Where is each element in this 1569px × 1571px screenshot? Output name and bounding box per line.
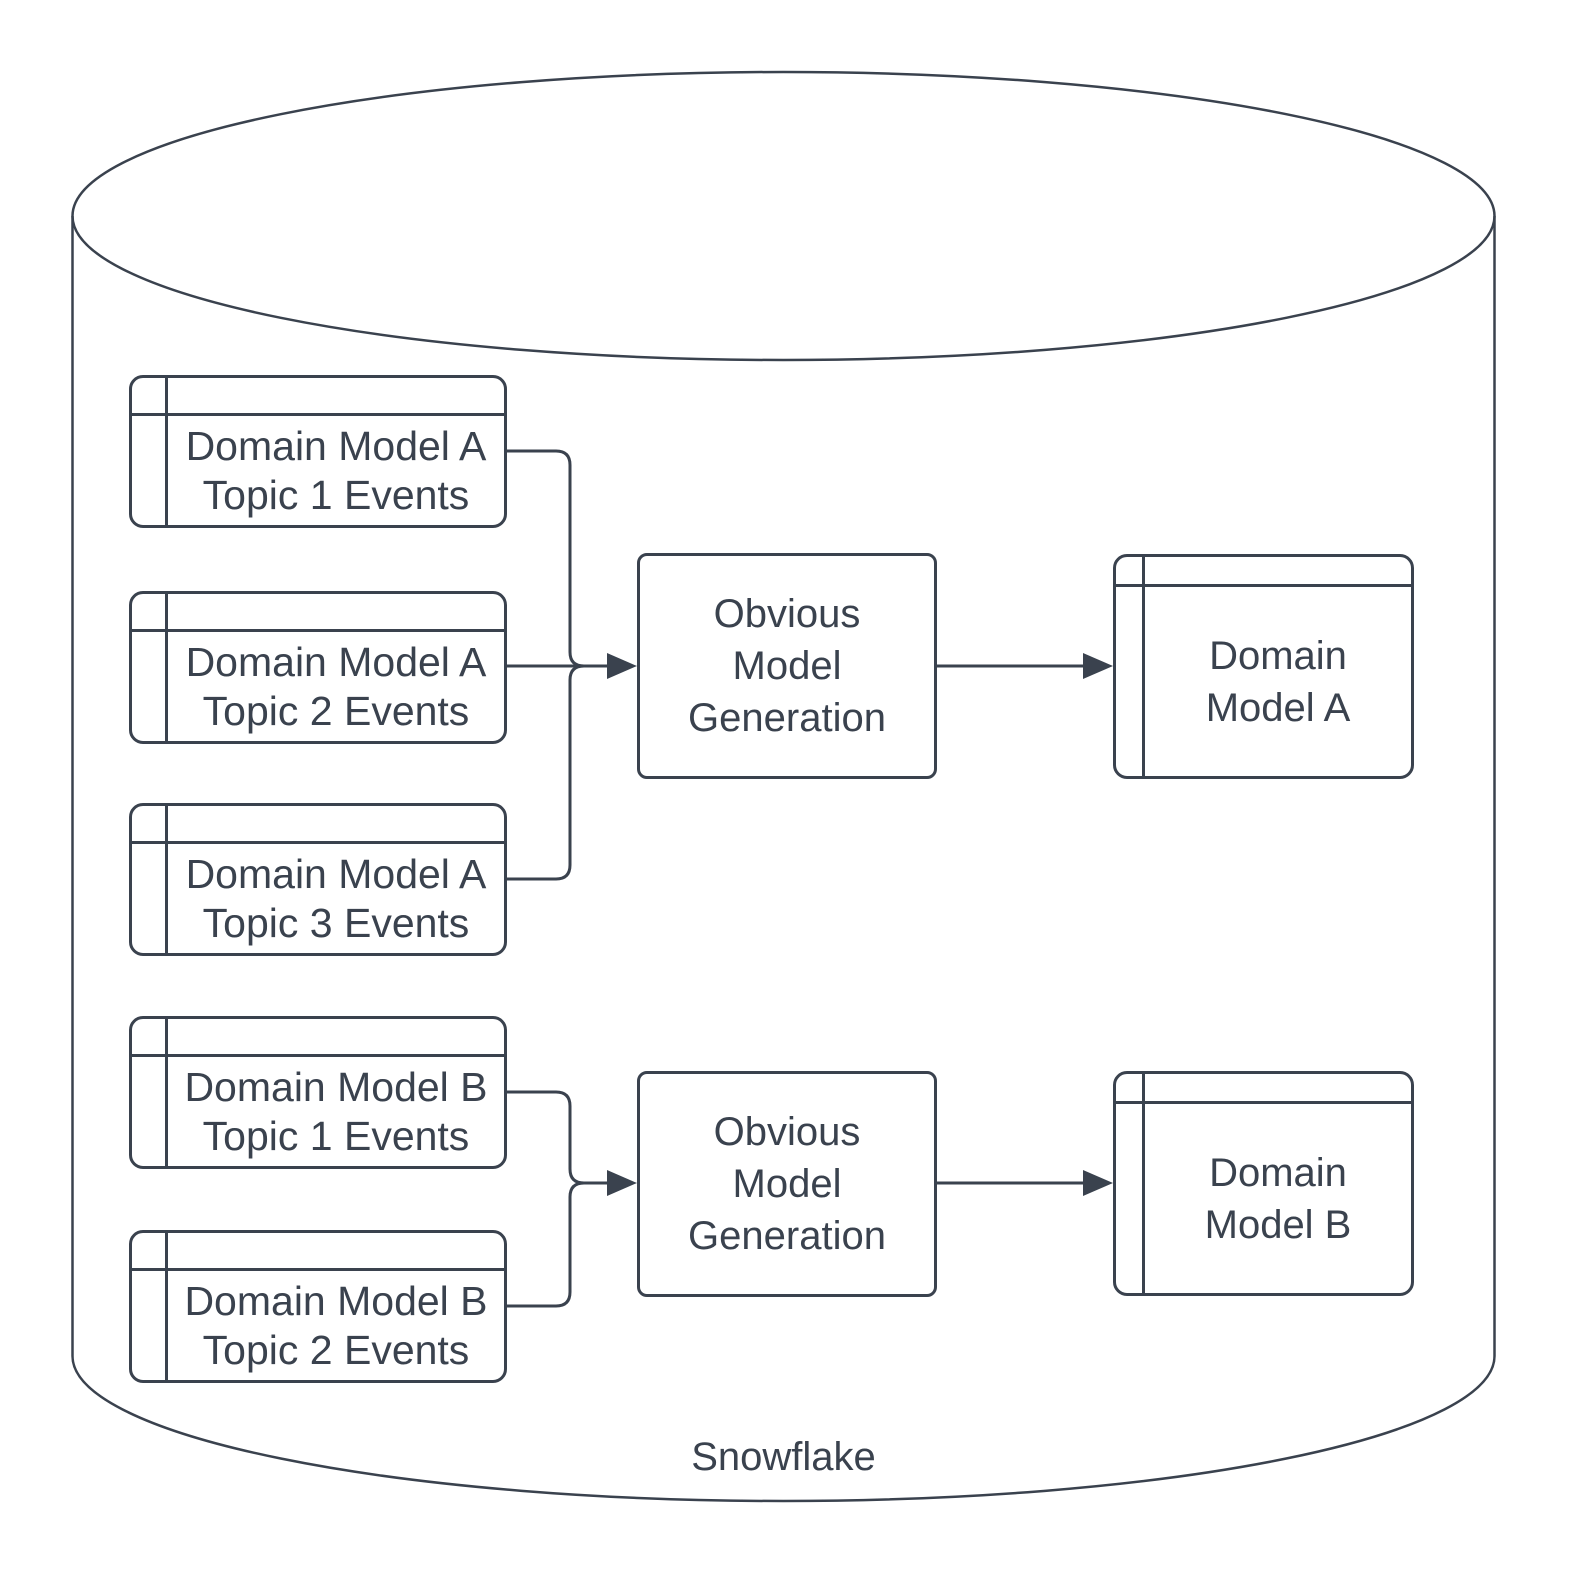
table-label-line: Domain Model A: [185, 422, 487, 469]
process-label-line: Obvious: [713, 1110, 861, 1154]
table-label: Domain Model A Topic 1 Events: [168, 416, 504, 525]
table-header-row: [132, 806, 504, 844]
snowflake-label: Snowflake: [691, 1435, 876, 1479]
process-obvious-model-generation-a: Obvious Model Generation: [637, 553, 937, 779]
process-obvious-model-generation-b: Obvious Model Generation: [637, 1071, 937, 1297]
cylinder-bottom-arc: [71, 1355, 1496, 1503]
table-left-column: [132, 378, 168, 525]
arrowhead-into-generation-b: [607, 1170, 637, 1196]
table-left-column: [132, 806, 168, 953]
table-header-row: [1116, 1074, 1411, 1104]
table-header-row: [132, 1233, 504, 1271]
table-label-line: Domain Model A: [185, 638, 487, 685]
process-label-line: Generation: [688, 696, 886, 740]
table-domain-model-a-topic-2-events: Domain Model A Topic 2 Events: [129, 591, 507, 744]
table-label-line: Topic 1 Events: [202, 471, 470, 518]
table-label-line: Model B: [1204, 1202, 1352, 1247]
process-label-line: Model: [732, 1162, 842, 1206]
table-domain-model-a-topic-3-events: Domain Model A Topic 3 Events: [129, 803, 507, 956]
table-header-row: [132, 378, 504, 416]
table-domain-model-b-topic-2-events: Domain Model B Topic 2 Events: [129, 1230, 507, 1383]
table-domain-model-b: Domain Model B: [1113, 1071, 1414, 1296]
table-domain-model-b-topic-1-events: Domain Model B Topic 1 Events: [129, 1016, 507, 1169]
table-label: Domain Model A Topic 3 Events: [168, 844, 504, 953]
table-left-column: [132, 1019, 168, 1166]
arrowhead-into-generation-a: [607, 653, 637, 679]
process-label-line: Generation: [688, 1214, 886, 1258]
connector-a-topic1-to-merge: [507, 449, 585, 668]
process-label-line: Model: [732, 644, 842, 688]
table-header-row: [1116, 557, 1411, 587]
table-label-line: Domain Model A: [185, 850, 487, 897]
table-label-line: Domain: [1209, 633, 1347, 678]
arrowhead-into-model-b: [1083, 1170, 1113, 1196]
table-label: Domain Model B Topic 1 Events: [168, 1057, 504, 1166]
table-left-column: [1116, 1074, 1145, 1293]
table-label: Domain Model B Topic 2 Events: [168, 1271, 504, 1380]
arrowhead-into-model-a: [1083, 653, 1113, 679]
connector-b-topic1-to-merge: [507, 1090, 585, 1185]
process-label-line: Obvious: [713, 592, 861, 636]
table-domain-model-a: Domain Model A: [1113, 554, 1414, 779]
connector-a-topic3-to-merge: [507, 664, 585, 881]
table-label-line: Topic 2 Events: [202, 687, 470, 734]
table-left-column: [132, 1233, 168, 1380]
table-label: Domain Model B: [1145, 1104, 1411, 1293]
table-label-line: Topic 2 Events: [202, 1326, 470, 1373]
table-label-line: Domain: [1209, 1150, 1347, 1195]
table-header-row: [132, 1019, 504, 1057]
table-label-line: Topic 3 Events: [202, 899, 470, 946]
table-label-line: Model A: [1205, 685, 1351, 730]
cylinder-top-ellipse: [71, 70, 1496, 362]
table-left-column: [1116, 557, 1145, 776]
table-label: Domain Model A: [1145, 587, 1411, 776]
table-label-line: Domain Model B: [184, 1063, 488, 1110]
table-header-row: [132, 594, 504, 632]
connector-b-topic2-to-merge: [507, 1181, 585, 1308]
table-label-line: Topic 1 Events: [202, 1112, 470, 1159]
table-label-line: Domain Model B: [184, 1277, 488, 1324]
table-left-column: [132, 594, 168, 741]
table-domain-model-a-topic-1-events: Domain Model A Topic 1 Events: [129, 375, 507, 528]
table-label: Domain Model A Topic 2 Events: [168, 632, 504, 741]
